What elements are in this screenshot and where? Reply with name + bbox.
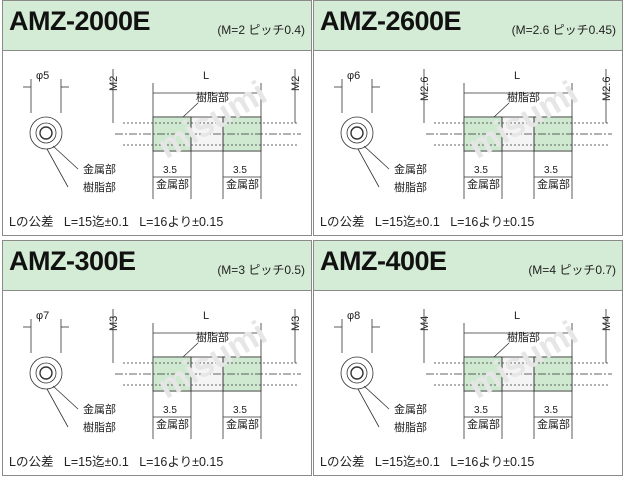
metal-label-left: 金属部 [156,417,189,431]
insert-depth-right: 3.5 [544,165,558,176]
diameter-label: φ8 [347,310,360,322]
diameter-label: φ5 [36,70,49,82]
resin-label-top: 樹脂部 [196,330,229,344]
tolerance-title: Lの公差 [9,215,54,229]
panel-header: AMZ-2000E (M=2 ピッチ0.4) [3,1,311,51]
spacer-drawing: φ8 M4 M4 L 樹脂部 金属部 樹脂部 3.5 金属部 3.5 金属部 [334,309,613,439]
spacer-drawing: φ6 M2.6 M2.6 L 樹脂部 金属部 樹脂部 3.5 金属部 3.5 金… [334,69,613,199]
model-title: AMZ-2000E [9,6,151,36]
thread-label-left: M4 [419,316,431,331]
tolerance-short: L=15迄±0.1 [63,215,129,229]
insert-depth-left: 3.5 [163,405,177,416]
length-label: L [203,310,209,322]
tolerance-title: Lの公差 [9,455,54,469]
thread-spec: (M=2.6 ピッチ0.45) [511,23,616,37]
panel-amz-400e: AMZ-400E (M=4 ピッチ0.7) [313,240,623,476]
metal-label-left: 金属部 [467,177,500,191]
model-title: AMZ-400E [320,246,447,276]
tolerance-short: L=15迄±0.1 [374,215,440,229]
panel-header: AMZ-300E (M=3 ピッチ0.5) [3,241,311,291]
resin-label-bottom: 樹脂部 [394,420,427,434]
thread-label-right: M4 [601,316,613,331]
panel-header: AMZ-400E (M=4 ピッチ0.7) [314,241,622,291]
resin-label-bottom: 樹脂部 [394,180,427,194]
metal-label-right: 金属部 [537,417,570,431]
insert-depth-right: 3.5 [233,165,247,176]
tolerance-long: L=16より±0.15 [450,215,535,229]
thread-label-left: M2.6 [419,77,431,101]
thread-spec: (M=4 ピッチ0.7) [528,263,616,277]
model-title: AMZ-300E [9,246,136,276]
tolerance-short: L=15迄±0.1 [63,455,129,469]
metal-label: 金属部 [83,162,116,176]
metal-label-right: 金属部 [226,417,259,431]
thread-spec: (M=2 ピッチ0.4) [217,23,305,37]
tolerance-long: L=16より±0.15 [450,455,535,469]
panel-amz-2000e: AMZ-2000E (M=2 ピッチ0.4) [2,0,312,236]
thread-label-right: M2 [290,76,302,91]
panel-header: AMZ-2600E (M=2.6 ピッチ0.45) [314,1,622,51]
metal-label: 金属部 [83,402,116,416]
insert-depth-right: 3.5 [233,405,247,416]
tolerance-long: L=16より±0.15 [139,215,224,229]
resin-label-bottom: 樹脂部 [83,180,116,194]
insert-depth-left: 3.5 [474,165,488,176]
resin-label-top: 樹脂部 [507,330,540,344]
metal-label-right: 金属部 [537,177,570,191]
tolerance-row: Lの公差 L=15迄±0.1 L=16より±0.15 [9,451,223,470]
length-label: L [203,70,209,82]
thread-label-left: M2 [108,76,120,91]
panel-amz-2600e: AMZ-2600E (M=2.6 ピッチ0.45) [313,0,623,236]
panel-amz-300e: AMZ-300E (M=3 ピッチ0.5) [2,240,312,476]
metal-label-right: 金属部 [226,177,259,191]
resin-label-top: 樹脂部 [507,90,540,104]
resin-label-bottom: 樹脂部 [83,420,116,434]
metal-label: 金属部 [394,162,427,176]
insert-depth-left: 3.5 [163,165,177,176]
thread-label-right: M3 [290,316,302,331]
insert-depth-left: 3.5 [474,405,488,416]
tolerance-row: Lの公差 L=15迄±0.1 L=16より±0.15 [320,211,534,230]
tolerance-title: Lの公差 [320,455,365,469]
length-label: L [514,70,520,82]
resin-label-top: 樹脂部 [196,90,229,104]
model-title: AMZ-2600E [320,6,462,36]
tolerance-row: Lの公差 L=15迄±0.1 L=16より±0.15 [9,211,223,230]
spacer-drawing: φ7 M3 M3 L 樹脂部 金属部 樹脂部 3.5 金属部 3.5 金属部 [23,309,302,439]
spacer-drawing: φ5 M2 M2 L 樹脂部 金属部 樹脂部 3.5 金属部 3.5 金属部 [23,69,302,199]
thread-label-right: M2.6 [601,77,613,101]
tolerance-long: L=16より±0.15 [139,455,224,469]
thread-spec: (M=3 ピッチ0.5) [217,263,305,277]
metal-label-left: 金属部 [156,177,189,191]
metal-label-left: 金属部 [467,417,500,431]
tolerance-row: Lの公差 L=15迄±0.1 L=16より±0.15 [320,451,534,470]
tolerance-title: Lの公差 [320,215,365,229]
length-label: L [514,310,520,322]
diameter-label: φ7 [36,310,49,322]
diameter-label: φ6 [347,70,360,82]
tolerance-short: L=15迄±0.1 [374,455,440,469]
insert-depth-right: 3.5 [544,405,558,416]
metal-label: 金属部 [394,402,427,416]
thread-label-left: M3 [108,316,120,331]
